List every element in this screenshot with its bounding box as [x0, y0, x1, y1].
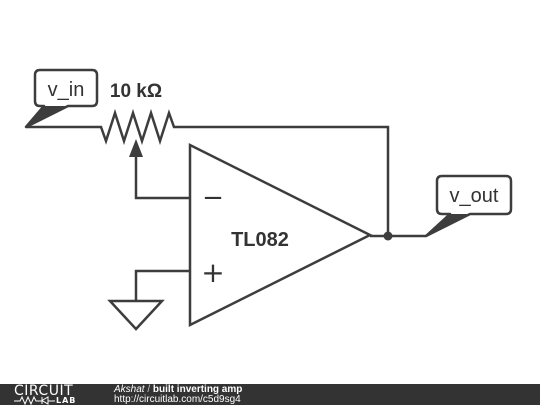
credit-line: Akshat / built inverting amp: [114, 385, 242, 395]
resistor: [96, 108, 179, 146]
opamp-triangle: [188, 142, 373, 328]
author-link[interactable]: Akshat: [114, 384, 145, 395]
inverting-input-sign: −: [202, 183, 224, 213]
v-out-tag-pointer: [426, 214, 470, 236]
opamp-model-label: TL082: [231, 229, 289, 251]
ground-symbol: [107, 299, 165, 331]
circuitlab-logo[interactable]: CIRCUIT LAB: [14, 384, 96, 405]
wiper-arrow: [129, 139, 143, 157]
v-in-label: v_in: [48, 79, 85, 101]
logo-circuit-text: CIRCUIT: [14, 383, 74, 399]
junction-dot: [383, 231, 393, 241]
feedback-wire: [179, 125, 390, 236]
wiper-wire: [134, 156, 190, 200]
logo-resistor-icon: [14, 396, 55, 405]
v-in-tag-pointer: [26, 106, 68, 127]
v-out-label: v_out: [450, 185, 499, 207]
schematic-diagram: v_in v_out 10 kΩ TL082 − +: [24, 68, 513, 331]
ground-wire: [134, 269, 190, 301]
credit-separator: /: [147, 384, 151, 395]
noninverting-input-sign: +: [201, 256, 224, 289]
footer-bar: CIRCUIT LAB Akshat / built inverting amp…: [0, 384, 540, 405]
logo-lab-text: LAB: [56, 396, 77, 405]
circuit-url[interactable]: http://circuitlab.com/c5d9sg4: [114, 394, 241, 405]
resistor-value-label: 10 kΩ: [110, 81, 162, 102]
circuit-title: built inverting amp: [152, 384, 243, 395]
